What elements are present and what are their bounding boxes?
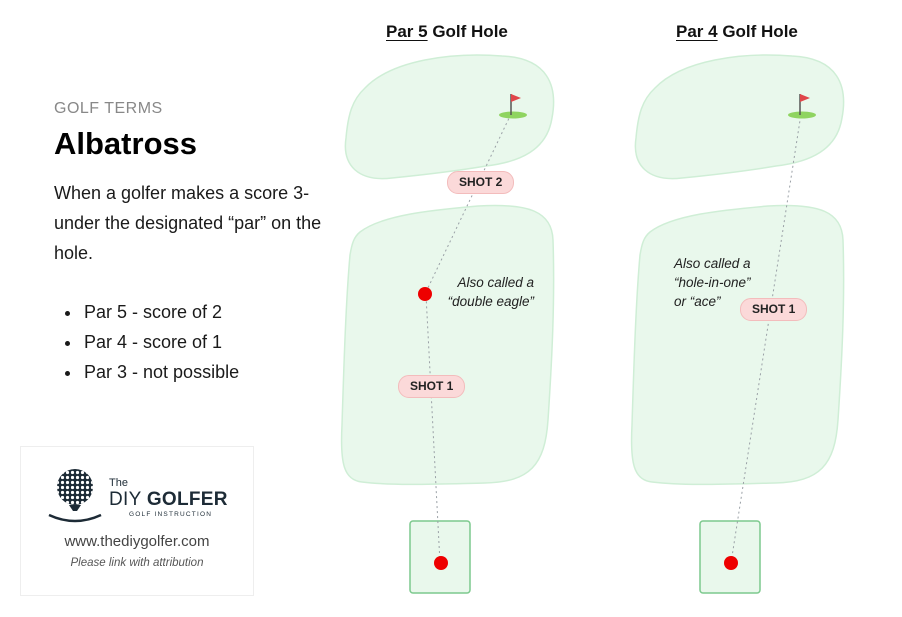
par5-fairway	[340, 204, 555, 486]
note-line: “hole-in-one”	[674, 275, 751, 290]
par4-fairway	[630, 204, 845, 486]
par5-hole	[340, 54, 555, 594]
website-link[interactable]: www.thediygolfer.com	[64, 533, 210, 550]
par4-flag-icon	[788, 94, 816, 119]
section-kicker: GOLF TERMS	[54, 100, 163, 117]
par4-green-area	[634, 54, 845, 180]
list-item: Par 3 - not possible	[82, 357, 239, 387]
par5-green-area	[344, 54, 555, 180]
logo-text-golfer: GOLFER	[146, 489, 228, 510]
logo-text-name: DIY GOLFER	[109, 489, 228, 511]
par4-title-par: Par 4	[676, 22, 718, 41]
par5-ball-after-shot1	[418, 287, 432, 301]
attribution-note: Please link with attribution	[70, 557, 204, 569]
par4-shot1-badge: SHOT 1	[740, 298, 808, 321]
logo-text-the: The	[109, 477, 128, 489]
par4-tee-ball	[724, 556, 738, 570]
note-line: “double eagle”	[447, 294, 534, 309]
par4-note: Also called a “hole-in-one” or “ace”	[674, 254, 751, 311]
logo-subtitle: GOLF INSTRUCTION	[129, 511, 213, 518]
note-line: Also called a	[674, 256, 751, 271]
par-score-list: Par 5 - score of 2 Par 4 - score of 1 Pa…	[62, 297, 239, 387]
par5-title-par: Par 5	[386, 22, 428, 41]
logo[interactable]: The DIY GOLFER GOLF INSTRUCTION	[45, 465, 235, 523]
par4-title-rest: Golf Hole	[717, 22, 798, 41]
list-item: Par 5 - score of 2	[82, 297, 239, 327]
par5-title-rest: Golf Hole	[427, 22, 508, 41]
list-item: Par 4 - score of 1	[82, 327, 239, 357]
par5-flag-icon	[499, 94, 527, 119]
par5-tee-ball	[434, 556, 448, 570]
note-line: or “ace”	[674, 294, 721, 309]
par5-shot2-badge: SHOT 2	[447, 171, 515, 194]
par4-hole	[630, 54, 845, 594]
page-title: Albatross	[54, 126, 197, 161]
note-line: Also called a	[457, 275, 534, 290]
par4-shot1-path	[730, 113, 802, 564]
par5-note: Also called a “double eagle”	[438, 273, 534, 311]
golf-ball-tee-icon	[48, 469, 102, 523]
par5-shot1-badge: SHOT 1	[398, 375, 466, 398]
definition-text: When a golfer makes a score 3-under the …	[54, 183, 322, 263]
brand-card: The DIY GOLFER GOLF INSTRUCTION www.thed…	[20, 446, 254, 596]
logo-text-diy: DIY	[109, 489, 147, 510]
par5-hole-title: Par 5 Golf Hole	[386, 22, 508, 42]
par4-hole-title: Par 4 Golf Hole	[676, 22, 798, 42]
